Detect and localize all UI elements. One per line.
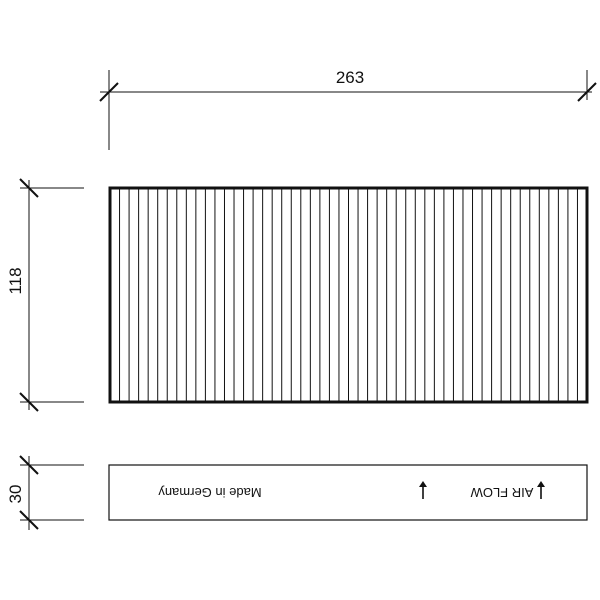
depth-tick-top bbox=[19, 455, 39, 475]
depth-dimension bbox=[19, 455, 84, 530]
filter-side-view: Made in Germany AIR FLOW bbox=[108, 464, 588, 521]
height-dimension bbox=[19, 178, 84, 412]
width-tick-right bbox=[577, 82, 597, 102]
made-in-label: Made in Germany bbox=[158, 485, 262, 500]
width-label: 263 bbox=[336, 68, 364, 87]
width-tick-left bbox=[99, 82, 119, 102]
filter-front-view bbox=[108, 186, 589, 404]
side-frame bbox=[108, 464, 588, 521]
depth-label: 30 bbox=[6, 485, 25, 504]
width-dimension bbox=[99, 70, 597, 150]
airflow-label: AIR FLOW bbox=[470, 485, 534, 500]
side-labels-rotated: Made in Germany AIR FLOW bbox=[158, 481, 545, 500]
height-label: 118 bbox=[6, 267, 25, 294]
airflow-arrow-icon-left bbox=[537, 481, 545, 499]
height-tick-top bbox=[19, 178, 39, 198]
airflow-arrow-icon-right bbox=[419, 481, 427, 499]
depth-tick-bottom bbox=[19, 510, 39, 530]
pleat-lines bbox=[119, 188, 578, 402]
height-tick-bottom bbox=[19, 392, 39, 412]
